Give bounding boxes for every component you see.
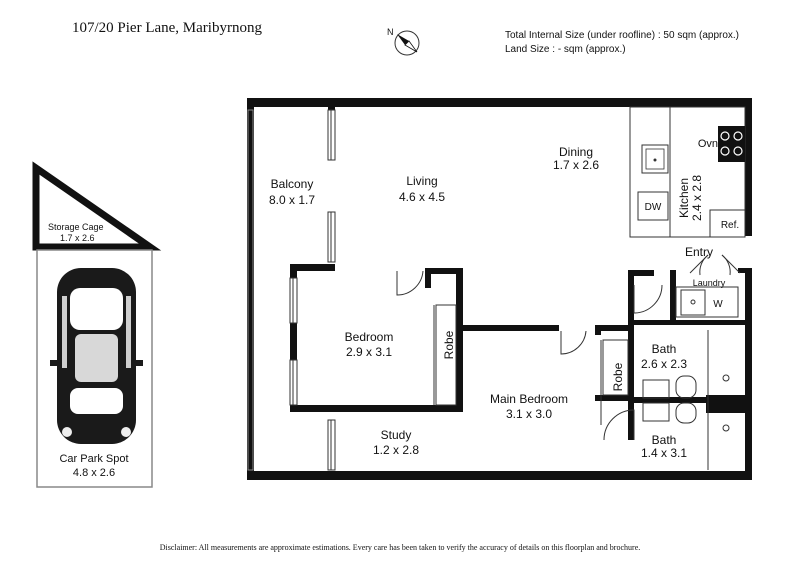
balcony-dims: 8.0 x 1.7 [269, 193, 315, 207]
storage-cage: Storage Cage 1.7 x 2.6 [32, 161, 162, 251]
storage-cage-name: Storage Cage [48, 222, 104, 232]
robe-label-bedroom: Robe [442, 330, 456, 359]
bath-fixtures [642, 330, 730, 470]
study-dims: 1.2 x 2.8 [373, 443, 419, 457]
balcony-name: Balcony [271, 177, 314, 191]
storage-cage-dims: 1.7 x 2.6 [60, 233, 95, 243]
bath2-dims: 1.4 x 3.1 [641, 446, 687, 460]
main-bedroom-name: Main Bedroom [490, 392, 568, 406]
toilet-icon [675, 375, 697, 399]
cooktop-icon [718, 126, 745, 162]
property-address: 107/20 Pier Lane, Maribyrnong [72, 20, 262, 36]
internal-size-text: Total Internal Size (under roofline) : 5… [505, 30, 739, 41]
apartment-walls [247, 98, 752, 480]
land-size-text: Land Size : - sqm (approx.) [505, 44, 626, 55]
bedroom-name: Bedroom [345, 330, 394, 344]
robes [433, 304, 629, 425]
bath2-name: Bath [652, 433, 677, 447]
main-bedroom-dims: 3.1 x 3.0 [506, 407, 552, 421]
dishwasher-label: DW [645, 202, 662, 213]
dining-dims: 1.7 x 2.6 [553, 158, 599, 172]
disclaimer: Disclaimer: All measurements are approxi… [159, 543, 641, 552]
bath1-dims: 2.6 x 2.3 [641, 357, 687, 371]
kitchen-sink-icon [641, 144, 669, 174]
door-swings [396, 254, 741, 441]
laundry-tub-icon [680, 289, 706, 316]
living-name: Living [406, 174, 437, 188]
dining-name: Dining [559, 145, 593, 159]
kitchen-dims: 2.4 x 2.8 [690, 175, 704, 221]
car-park-name: Car Park Spot [59, 453, 128, 465]
bath1-name: Bath [652, 342, 677, 356]
washer-label: W [713, 299, 723, 310]
study-name: Study [381, 428, 412, 442]
compass-north-label: N [387, 27, 394, 37]
entry-label: Entry [685, 245, 713, 259]
kitchen-name: Kitchen [677, 178, 691, 218]
bedroom-dims: 2.9 x 3.1 [346, 345, 392, 359]
kitchen-bench: DW Ref. Ovn [629, 106, 746, 238]
fridge-label: Ref. [721, 220, 739, 231]
dishwasher [637, 191, 669, 221]
room-labels: Balcony 8.0 x 1.7 Living 4.6 x 4.5 Dinin… [269, 145, 713, 460]
balcony-doors [247, 109, 336, 471]
size-info: Total Internal Size (under roofline) : 5… [505, 29, 739, 57]
car-park-dims: 4.8 x 2.6 [73, 467, 115, 479]
fridge [709, 209, 746, 238]
vanity-basin-icon [642, 379, 670, 399]
living-dims: 4.6 x 4.5 [399, 190, 445, 204]
car-icon [50, 268, 143, 444]
laundry-label: Laundry [693, 278, 726, 288]
compass-icon: N [387, 27, 420, 56]
laundry: W Laundry [675, 278, 739, 318]
car-park-spot: Car Park Spot 4.8 x 2.6 [36, 249, 153, 488]
robe-label-main: Robe [611, 362, 625, 391]
oven-label: Ovn [698, 138, 718, 150]
